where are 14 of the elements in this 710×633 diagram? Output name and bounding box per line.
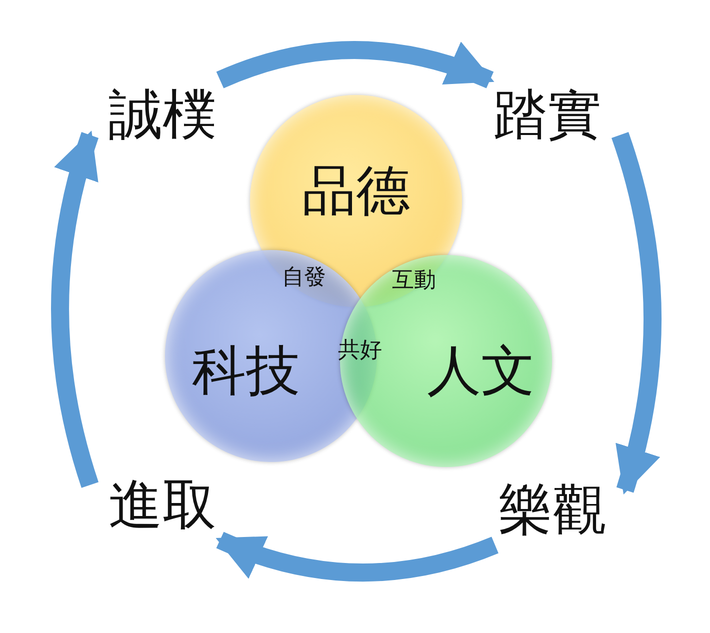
circle-label: 品德 — [302, 158, 410, 224]
circle-label: 科技 — [192, 338, 300, 404]
value-word: 誠樸 — [90, 80, 235, 150]
overlap-label: 共好 — [338, 337, 382, 365]
cycle-arrow — [216, 41, 494, 88]
cycle-arrow — [611, 132, 662, 494]
overlap-label: 互動 — [392, 267, 436, 295]
cycle-arrow — [216, 532, 498, 582]
overlap-label: 自發 — [282, 264, 326, 292]
cycle-arrow — [51, 130, 100, 488]
value-word: 樂觀 — [480, 475, 625, 545]
circle-label: 人文 — [427, 338, 535, 404]
value-word: 進取 — [90, 470, 235, 540]
value-word: 踏實 — [475, 80, 620, 150]
